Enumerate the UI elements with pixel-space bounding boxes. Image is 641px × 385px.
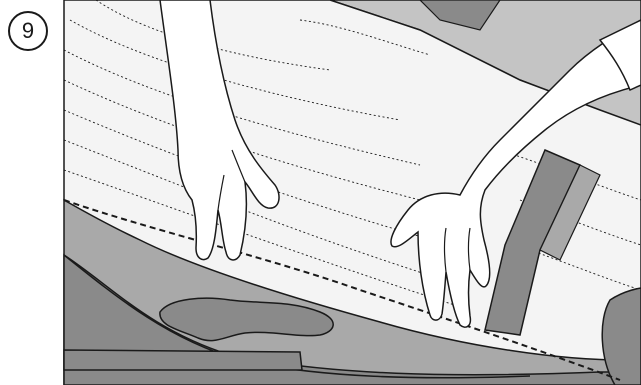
step-number-badge: 9 — [8, 11, 48, 51]
step-number: 9 — [22, 18, 34, 44]
seat-bottom-rim — [64, 350, 302, 370]
right-bolster — [602, 288, 641, 385]
